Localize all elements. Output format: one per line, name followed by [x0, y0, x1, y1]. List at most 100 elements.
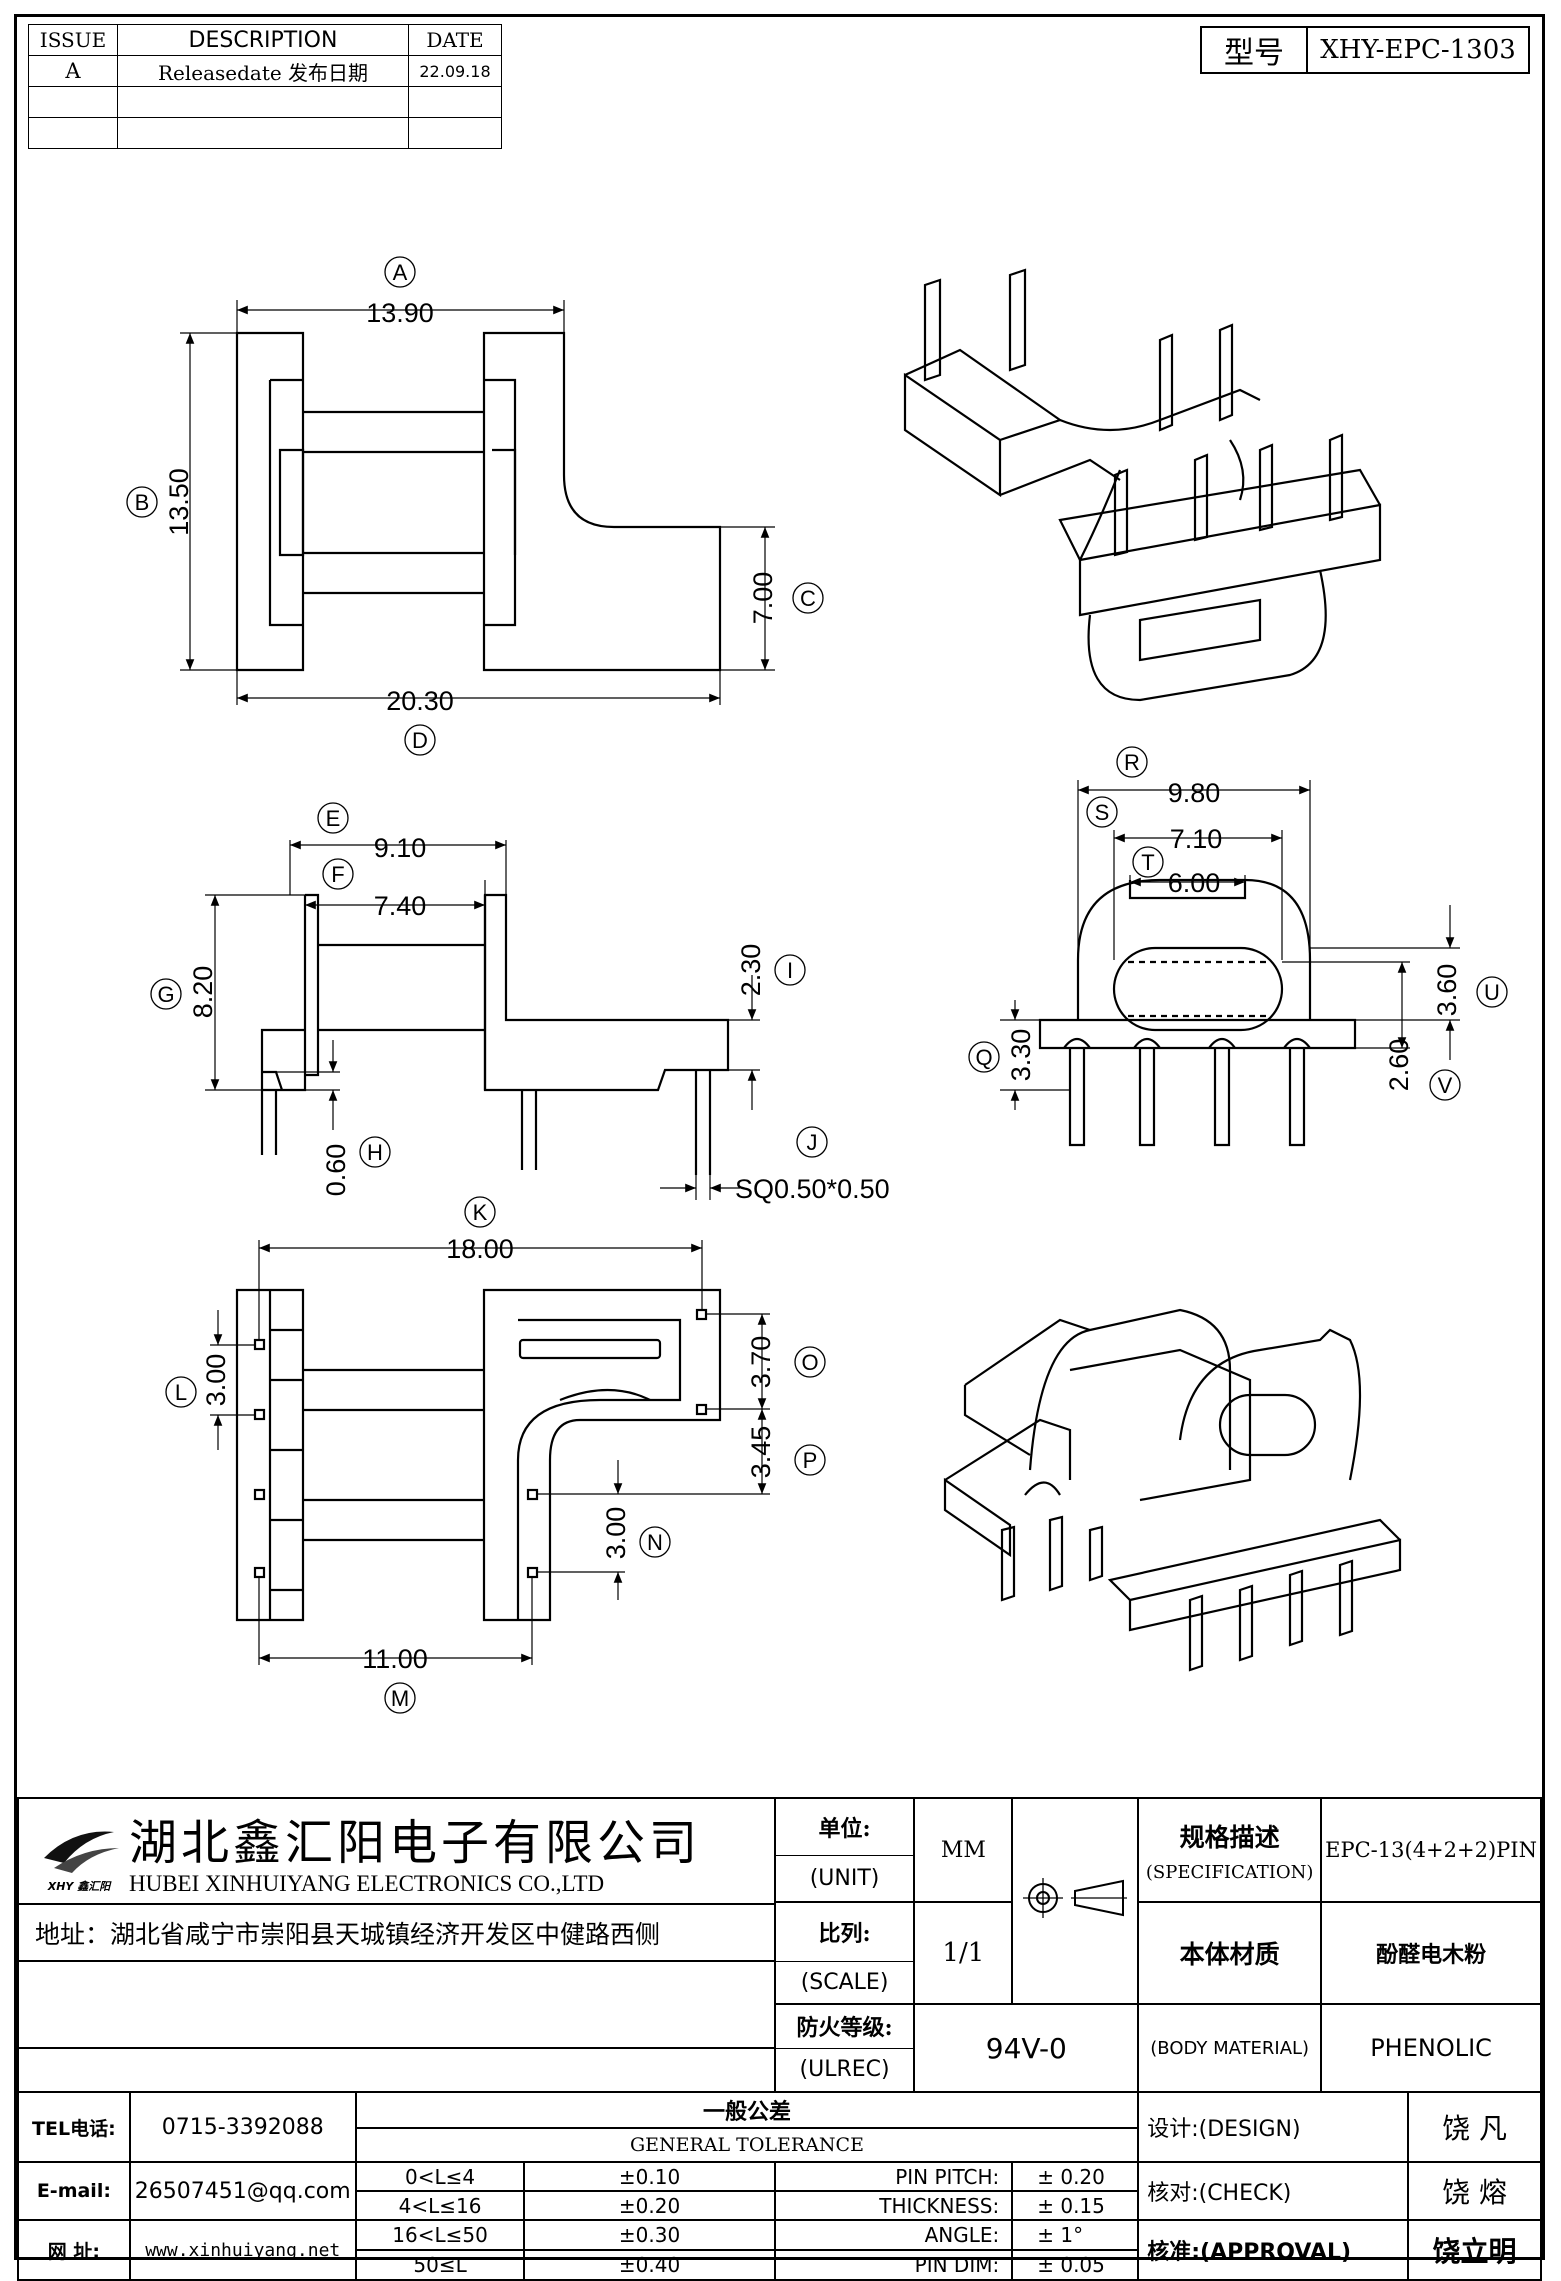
label-a: A: [384, 256, 416, 288]
dim-o-value: 3.70: [746, 1336, 776, 1389]
tol-other-label-1: THICKNESS:: [773, 2190, 1014, 2221]
scale-label-en: (SCALE): [773, 1960, 916, 2005]
dim-l-value: 3.00: [201, 1354, 231, 1407]
label-c: C: [792, 582, 824, 614]
spec-label: 规格描述 (SPECIFICATION): [1137, 1797, 1323, 1903]
design-name: 饶 凡: [1407, 2091, 1542, 2163]
scale-label-cn: 比列:: [773, 1901, 916, 1962]
tol-value-3: ±0.40: [523, 2249, 776, 2281]
dim-f-value: 7.40: [374, 891, 427, 921]
svg-text:T: T: [1141, 850, 1154, 875]
label-s: S: [1086, 796, 1118, 828]
rev-header-description: DESCRIPTION: [117, 24, 409, 56]
company-name-cn: 湖北鑫汇阳电子有限公司: [129, 1815, 702, 1871]
revision-table: ISSUE DESCRIPTION DATE A Releasedate 发布日…: [28, 24, 502, 149]
material-label-en: (BODY MATERIAL): [1137, 2003, 1323, 2093]
label-h: H: [359, 1136, 391, 1168]
unit-value: MM: [913, 1797, 1014, 1903]
tol-other-value-0: ± 0.20: [1011, 2161, 1140, 2192]
tolerance-title-en: GENERAL TOLERANCE: [354, 2127, 1140, 2163]
label-d: D: [404, 724, 436, 756]
reference-labels: A B C D E F G H I J R S T U V Q K L O P …: [126, 256, 1508, 1714]
dim-d-value: 20.30: [386, 686, 454, 716]
svg-text:N: N: [647, 1530, 663, 1555]
rev-row-issue: [28, 86, 118, 118]
svg-text:G: G: [157, 982, 174, 1007]
top-view: [235, 331, 722, 672]
label-f: F: [322, 858, 354, 890]
dim-q-value: 3.30: [1006, 1029, 1036, 1082]
dim-n-value: 3.00: [601, 1507, 631, 1560]
front-view: [1038, 878, 1357, 1147]
company-logo: XHY 鑫汇阳: [29, 1811, 129, 1901]
tol-other-value-2: ± 1°: [1011, 2219, 1140, 2251]
tol-value-1: ±0.20: [523, 2190, 776, 2221]
label-t: T: [1132, 846, 1164, 878]
rev-row-date: [408, 117, 502, 149]
label-p: P: [794, 1444, 826, 1476]
label-l: L: [165, 1376, 197, 1408]
label-m: M: [384, 1682, 416, 1714]
model-value: XHY-EPC-1303: [1320, 35, 1516, 65]
rev-row-description: [117, 117, 409, 149]
logo-text: XHY 鑫汇阳: [47, 1880, 111, 1893]
approval-name: 饶立明: [1407, 2219, 1542, 2281]
rev-row-issue: [28, 117, 118, 149]
dim-k-value: 18.00: [446, 1234, 514, 1264]
label-i: I: [774, 954, 806, 986]
tol-other-label-2: ANGLE:: [773, 2219, 1014, 2251]
material-value-cn: 酚醛电木粉: [1320, 1901, 1542, 2005]
dimension-values: 13.90 13.50 7.00 20.30 9.10 7.40 8.20 0.…: [164, 298, 1462, 1674]
company-block: XHY 鑫汇阳 湖北鑫汇阳电子有限公司 HUBEI XINHUIYANG ELE…: [17, 1797, 776, 1962]
title-block: XHY 鑫汇阳 湖北鑫汇阳电子有限公司 HUBEI XINHUIYANG ELE…: [17, 1797, 1542, 2281]
design-label: 设计:(DESIGN): [1137, 2091, 1410, 2163]
label-o: O: [794, 1346, 826, 1378]
tol-range-0: 0<L≤4: [354, 2161, 526, 2192]
dim-p-value: 3.45: [746, 1426, 776, 1479]
dim-g-value: 8.20: [188, 966, 218, 1019]
spec-label-en: (SPECIFICATION): [1145, 1861, 1314, 1883]
check-label: 核对:(CHECK): [1137, 2161, 1410, 2221]
dimension-lines: [180, 300, 1460, 1665]
label-u: U: [1476, 976, 1508, 1008]
check-name: 饶 熔: [1407, 2161, 1542, 2221]
rev-row-issue: A: [28, 55, 118, 87]
ulrec-label-en: (ULREC): [773, 2047, 916, 2093]
dim-h-value: 0.60: [321, 1144, 351, 1197]
tel-value: 0715-3392088: [128, 2091, 357, 2163]
dim-c-value: 7.00: [748, 572, 778, 625]
web-label: 网 址:: [17, 2219, 131, 2281]
tol-range-2: 16<L≤50: [354, 2219, 526, 2251]
tol-other-value-3: ± 0.05: [1011, 2249, 1140, 2281]
dim-r-value: 9.80: [1168, 778, 1221, 808]
svg-text:I: I: [787, 958, 793, 983]
svg-text:M: M: [391, 1686, 409, 1711]
spec-value: EPC-13(4+2+2)PIN: [1320, 1797, 1542, 1903]
web-value: www.xinhuiyang.net: [128, 2219, 357, 2281]
tel-label: TEL电话:: [17, 2091, 131, 2163]
tol-range-1: 4<L≤16: [354, 2190, 526, 2221]
label-v: V: [1429, 1069, 1461, 1101]
tol-other-label-3: PIN DIM:: [773, 2249, 1014, 2281]
rev-row-date: 22.09.18: [408, 55, 502, 87]
isometric-view-top: [903, 268, 1382, 702]
technical-drawing: 13.90 13.50 7.00 20.30 9.10 7.40 8.20 0.…: [126, 256, 1508, 1714]
svg-text:J: J: [807, 1130, 818, 1155]
projection-symbol: [1011, 1797, 1140, 2005]
email-value: 26507451@qq.com: [128, 2161, 357, 2221]
company-name-en: HUBEI XINHUIYANG ELECTRONICS CO.,LTD: [129, 1871, 605, 1896]
svg-text:P: P: [803, 1448, 818, 1473]
dim-t-value: 6.00: [1168, 868, 1221, 898]
svg-text:R: R: [1124, 750, 1140, 775]
dim-i-value: 2.30: [736, 944, 766, 997]
svg-text:U: U: [1484, 980, 1500, 1005]
tolerance-title-cn: 一般公差: [354, 2091, 1140, 2129]
label-k: K: [464, 1196, 496, 1228]
label-q: Q: [968, 1041, 1000, 1073]
label-n: N: [639, 1526, 671, 1558]
material-label-cn: 本体材质: [1179, 1940, 1280, 1969]
material-label: 本体材质: [1137, 1901, 1323, 2005]
svg-text:D: D: [412, 728, 428, 753]
email-label: E-mail:: [17, 2161, 131, 2221]
material-value-en: PHENOLIC: [1320, 2003, 1542, 2093]
